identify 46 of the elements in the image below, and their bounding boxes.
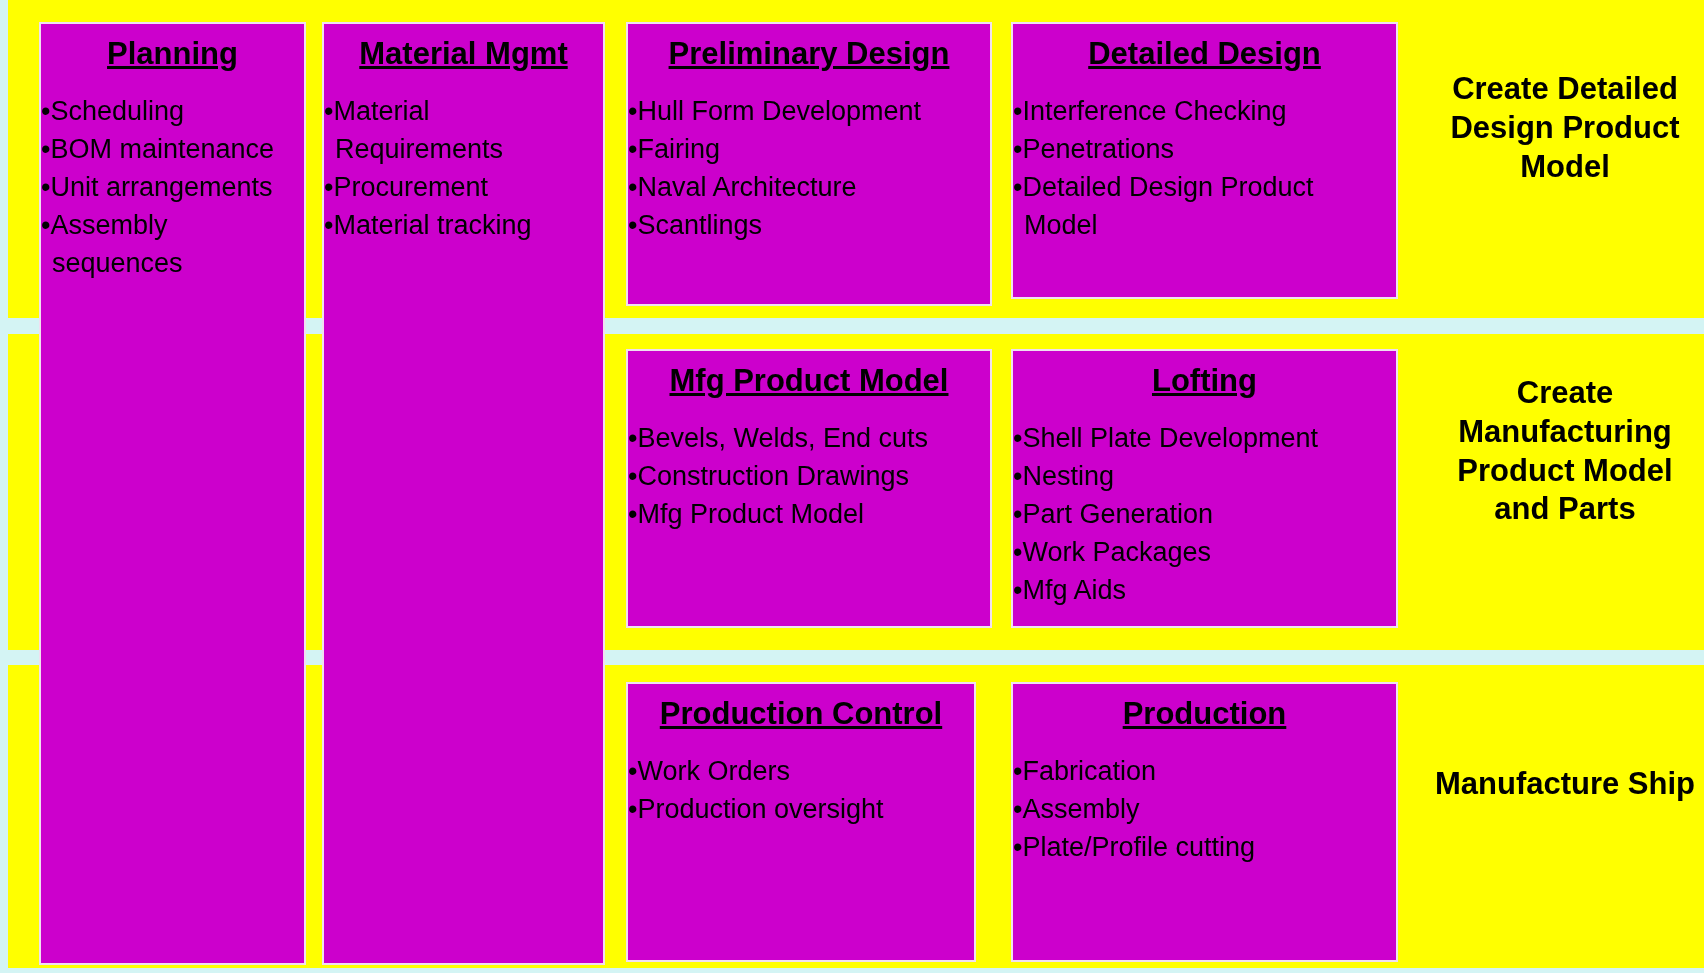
box-heading: Material Mgmt [358,36,569,72]
process-box [1011,682,1398,962]
process-box [39,22,306,965]
bullet-item: •Material Requirements [324,95,505,166]
box-heading: Preliminary Design [667,36,951,72]
bullet-item: •Shell Plate Development [1013,422,1320,455]
process-box [626,22,992,306]
process-box [626,682,976,962]
band-label: Create Detailed Design Product Model [1449,70,1681,186]
bullet-item: •Part Generation [1013,498,1215,531]
bullet-item: •Bevels, Welds, End cuts [628,422,930,455]
process-box [626,349,992,628]
process-box [1011,22,1398,299]
bullet-item: •Production oversight [628,793,885,826]
bullet-item: •Assembly sequences [41,209,184,280]
bullet-item: •Penetrations [1013,133,1176,166]
band-label: Create Manufacturing Product Model and Parts [1456,374,1674,529]
bullet-item: •Mfg Product Model [628,498,866,531]
process-box [1011,349,1398,628]
bullet-item: •Scheduling [41,95,186,128]
bullet-item: •BOM maintenance [41,133,276,166]
bullet-item: •Mfg Aids [1013,574,1127,607]
box-heading: Planning [106,36,239,72]
band-label: Manufacture Ship [1433,765,1697,803]
bullet-item: •Naval Architecture [628,171,858,204]
bullet-item: •Plate/Profile cutting [1013,831,1257,864]
box-heading: Lofting [1151,363,1258,399]
process-box [322,22,605,965]
bullet-item: •Scantlings [628,209,764,242]
bullet-item: •Construction Drawings [628,460,911,493]
bullet-item: •Work Orders [628,755,791,788]
bullet-item: •Procurement [324,171,490,204]
bullet-item: •Fabrication [1013,755,1157,788]
bullet-item: •Assembly [1013,793,1141,826]
bullet-item: •Detailed Design Product Model [1013,171,1315,242]
box-heading: Production [1121,696,1288,732]
bullet-item: •Nesting [1013,460,1115,493]
bullet-item: •Fairing [628,133,721,166]
box-heading: Production Control [658,696,944,732]
bullet-item: •Interference Checking [1013,95,1288,128]
bullet-item: •Unit arrangements [41,171,274,204]
bullet-item: •Hull Form Development [628,95,923,128]
bullet-item: •Material tracking [324,209,533,242]
box-heading: Mfg Product Model [668,363,950,399]
bullet-item: •Work Packages [1013,536,1213,569]
box-heading: Detailed Design [1087,36,1322,72]
